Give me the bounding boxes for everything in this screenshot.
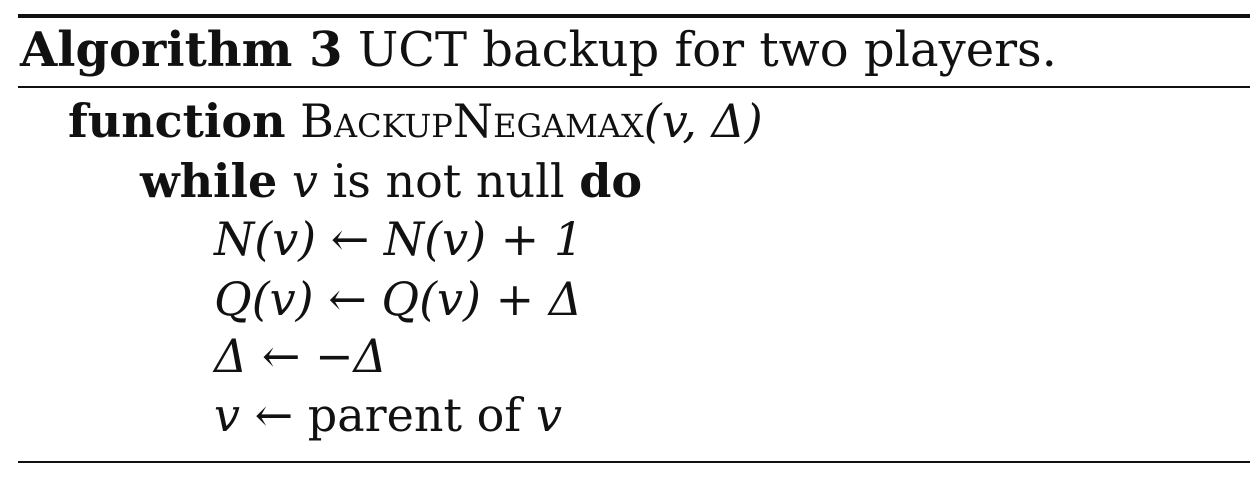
assign-arrow: ← [254,388,294,442]
move-to-parent-line: v ← parent of v [214,386,562,444]
update-value-line: Q(v) ← Q(v) + Δ [214,272,582,326]
top-rule [18,14,1250,18]
function-args: (v, Δ) [643,94,763,148]
algorithm-title: UCT backup for two players. [357,22,1057,78]
function-keyword: function [68,94,286,148]
algorithm-label: Algorithm 3 [20,22,343,78]
while-condition: is not null [332,154,565,208]
while-keyword: while [140,154,278,208]
algorithm-caption: Algorithm 3 UCT backup for two players. [20,20,1057,80]
update-visits-line: N(v) ← N(v) + 1 [214,212,584,266]
while-var: v [291,154,318,208]
function-line: function BackupNegamax(v, Δ) [68,92,763,150]
function-name: BackupNegamax [300,94,644,148]
caption-rule [18,86,1250,88]
parent-text: parent of [307,388,522,442]
parent-var: v [214,388,240,442]
bottom-rule [18,461,1250,463]
while-line: while v is not null do [140,152,642,210]
negate-delta-line: Δ ← −Δ [214,329,387,383]
parent-var-2: v [535,388,562,442]
do-keyword: do [579,154,643,208]
